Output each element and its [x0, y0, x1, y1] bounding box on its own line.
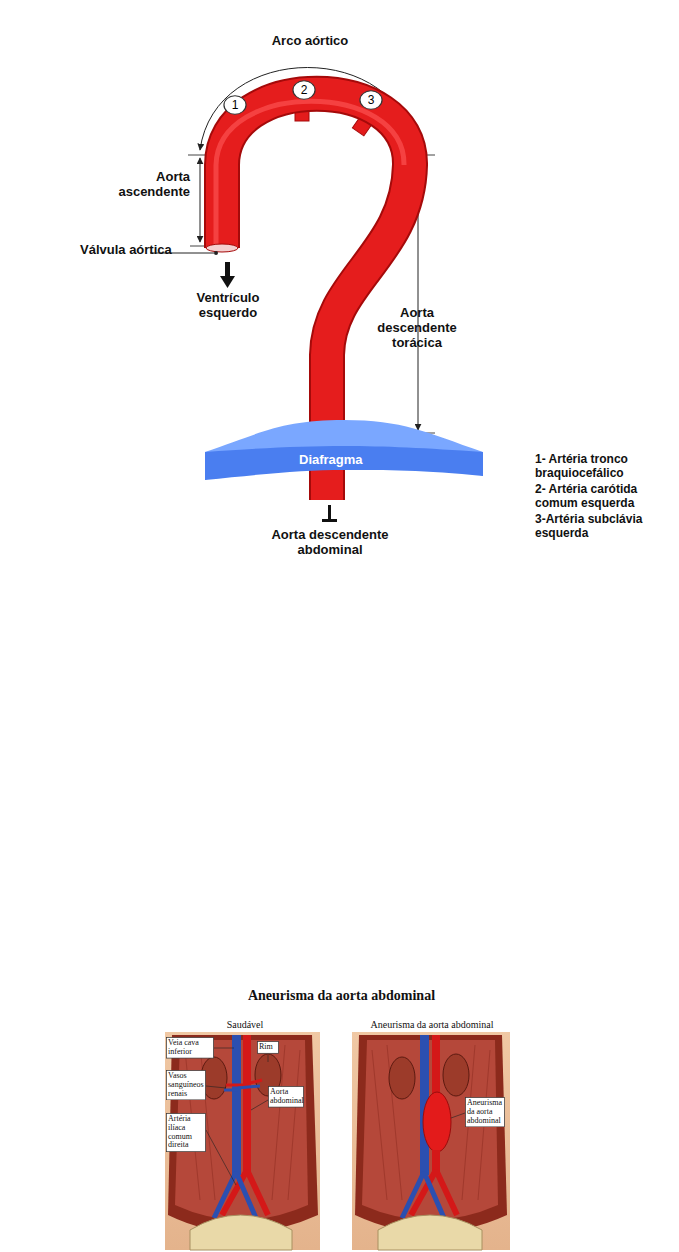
label-box: Rim	[257, 1041, 279, 1054]
text-label: 1- Artéria tronco braquiocefálico	[535, 453, 665, 481]
text-label: Aneurisma da aorta abdominal	[163, 988, 520, 1004]
diaphragm-band: Diafragma	[203, 418, 485, 484]
label-box: Vasos sanguíneos renais	[166, 1070, 206, 1100]
node-text: Artéria ilíaca comum direita	[168, 1115, 204, 1150]
callout-circle: 2	[292, 80, 316, 100]
node-text: 1	[223, 95, 247, 115]
node-text: 2	[292, 80, 316, 100]
text-label: Ventrículo esquerdo	[180, 291, 276, 321]
callout-circle: 3	[359, 90, 383, 110]
text-label: Aorta ascendente	[100, 170, 190, 200]
text-label: Aneurisma da aorta abdominal	[362, 1019, 502, 1031]
label-box: Artéria ilíaca comum direita	[166, 1113, 206, 1152]
node-text: Veia cava inferior	[168, 1039, 212, 1057]
node-outline	[203, 418, 485, 484]
label-box: Veia cava inferior	[166, 1037, 214, 1059]
node-text: Vasos sanguíneos renais	[168, 1072, 204, 1098]
node-text: 3	[359, 90, 383, 110]
label-box: Aorta abdominal	[268, 1086, 304, 1108]
label-box: Aneurisma da aorta abdominal	[465, 1097, 505, 1127]
node-text: Rim	[259, 1043, 277, 1052]
text-label: Arco aórtico	[245, 34, 375, 49]
text-label: Saudável	[200, 1019, 290, 1031]
text-label: 2- Artéria carótida comum esquerda	[535, 483, 665, 511]
text-label: Aorta descendente abdominal	[270, 528, 390, 558]
node-text: Diafragma	[299, 452, 485, 467]
text-label: Válvula aórtica	[80, 243, 180, 258]
text-label: 3-Artéria subclávia esquerda	[535, 513, 665, 541]
text-label: Aorta descendente torácica	[362, 306, 472, 351]
node-text: Aorta abdominal	[270, 1088, 302, 1106]
node-text: Aneurisma da aorta abdominal	[467, 1099, 503, 1125]
callout-circle: 1	[223, 95, 247, 115]
